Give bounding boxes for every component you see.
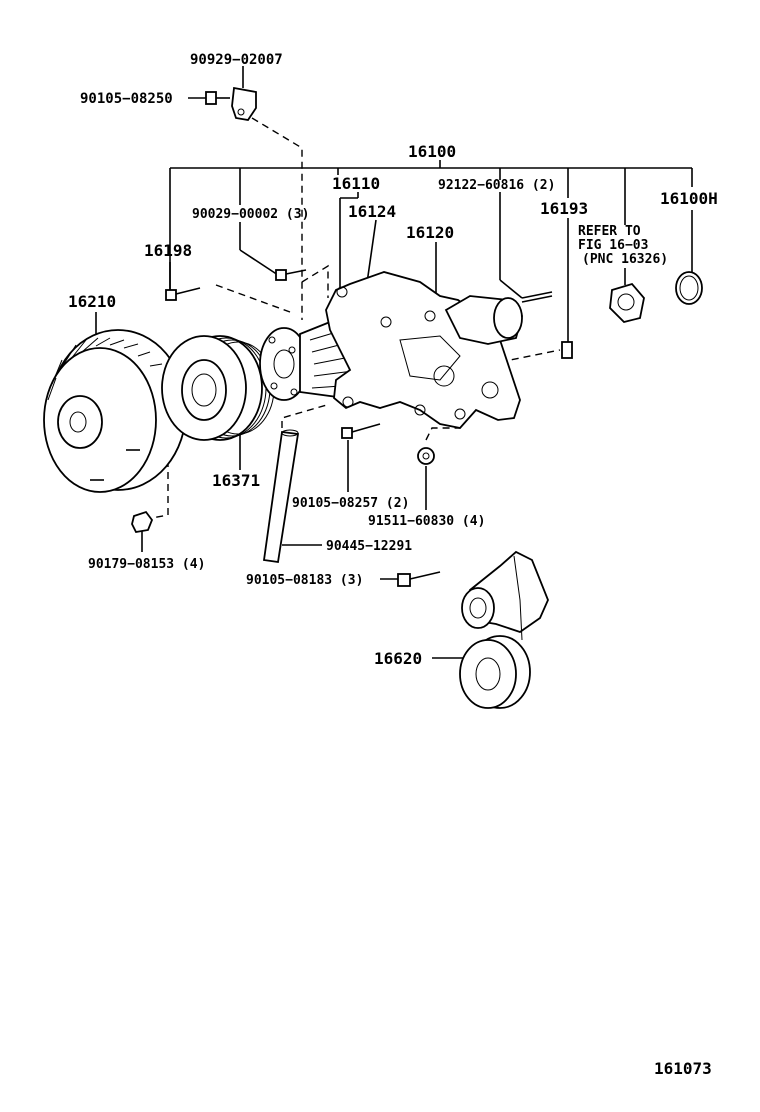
label-16100: 16100: [408, 142, 456, 161]
fan-clutch-icon: [43, 329, 187, 493]
label-90179-08153: 90179−08153 (4): [88, 557, 205, 572]
label-16193: 16193: [540, 199, 588, 218]
o-ring-icon: [675, 271, 703, 305]
hose-icon: [262, 429, 300, 564]
nut-icon: [131, 510, 154, 533]
label-refer-line1: REFER TO: [578, 224, 641, 239]
label-refer-line3: (PNC 16326): [582, 252, 668, 267]
label-16620: 16620: [374, 649, 422, 668]
label-90105-08257: 90105−08257 (2): [292, 496, 409, 511]
label-16371: 16371: [212, 471, 260, 490]
pulley-icon: [161, 335, 275, 441]
figure-number: 161073: [654, 1059, 712, 1078]
label-90445-12291: 90445−12291: [326, 539, 412, 554]
gasket-icon: [609, 282, 645, 323]
label-16120: 16120: [406, 223, 454, 242]
label-92122-60816: 92122−60816 (2): [438, 178, 555, 193]
bolt-icon: [205, 91, 230, 105]
water-pump-icon: [259, 271, 523, 429]
part-labels: 90929−02007 90105−08250 16100 16110 9212…: [68, 52, 718, 1078]
leader-lines: [95, 66, 693, 659]
bolt-icon: [165, 269, 573, 587]
label-16210: 16210: [68, 292, 116, 311]
bracket-icon: [231, 86, 257, 121]
belt-tensioner-icon: [459, 550, 549, 709]
label-16100H: 16100H: [660, 189, 718, 208]
label-16110: 16110: [332, 174, 380, 193]
label-90929-02007: 90929−02007: [190, 52, 283, 68]
label-90029-00002: 90029−00002 (3): [192, 207, 309, 222]
label-91511-60830: 91511−60830 (4): [368, 514, 485, 529]
label-90105-08183: 90105−08183 (3): [246, 573, 363, 588]
nut-icon: [417, 447, 435, 465]
label-16198: 16198: [144, 241, 192, 260]
label-16124: 16124: [348, 202, 396, 221]
label-90105-08250: 90105−08250: [80, 91, 173, 107]
label-refer-line2: FIG 16−03: [578, 238, 648, 253]
